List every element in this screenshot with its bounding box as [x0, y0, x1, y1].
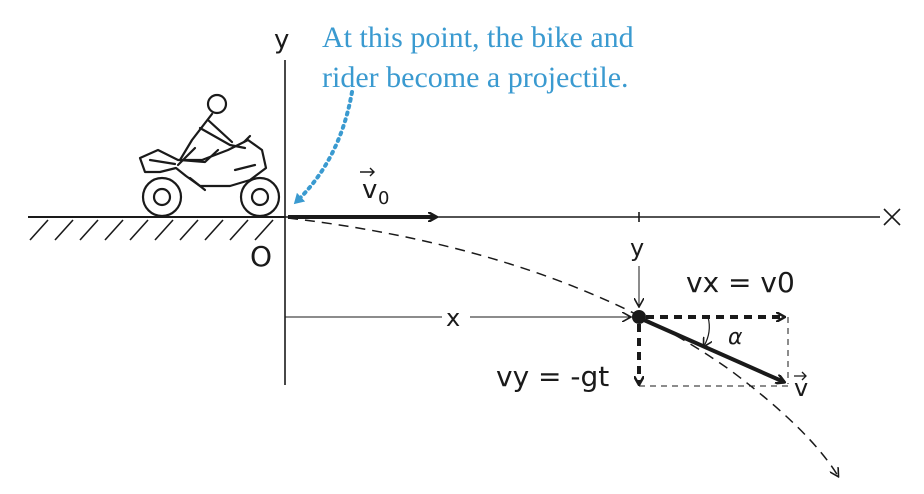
v-vector: [643, 318, 784, 382]
ground-hatch: [29, 219, 274, 241]
origin-label: O: [250, 240, 272, 273]
alpha-label: α: [728, 325, 743, 350]
x-axis-end-mark: [883, 208, 901, 226]
caption-line-2: rider become a projectile.: [322, 61, 629, 94]
v0-label: v 0: [360, 167, 389, 209]
trajectory-curve: [287, 217, 838, 476]
x-axis-end-label: x: [0, 0, 1, 1]
projectile-point: [632, 310, 646, 324]
motorcycle-rider-icon: [138, 93, 281, 218]
x-distance-label: x: [446, 304, 460, 332]
caption-line-1: At this point, the bike and: [322, 21, 634, 54]
y-axis-label: y: [274, 25, 289, 55]
y-marker-label: y: [630, 234, 644, 262]
pointer-arrow: [293, 90, 354, 205]
v0-vector-hat: [360, 167, 375, 177]
v0-label-text: v0: [0, 0, 2, 1]
v-vector-hat: [794, 371, 807, 381]
v-label-v: v: [794, 374, 808, 402]
caption: At this point, the bike and rider become…: [322, 18, 742, 98]
v0-label-v: v: [362, 175, 377, 205]
v0-label-sub: 0: [378, 188, 389, 209]
vx-equation: vx = v0: [686, 266, 795, 299]
v-label: v: [794, 371, 808, 402]
alpha-arc: [704, 316, 709, 346]
vy-equation: vy = -gt: [496, 360, 609, 393]
v-label-text: v: [0, 0, 1, 1]
